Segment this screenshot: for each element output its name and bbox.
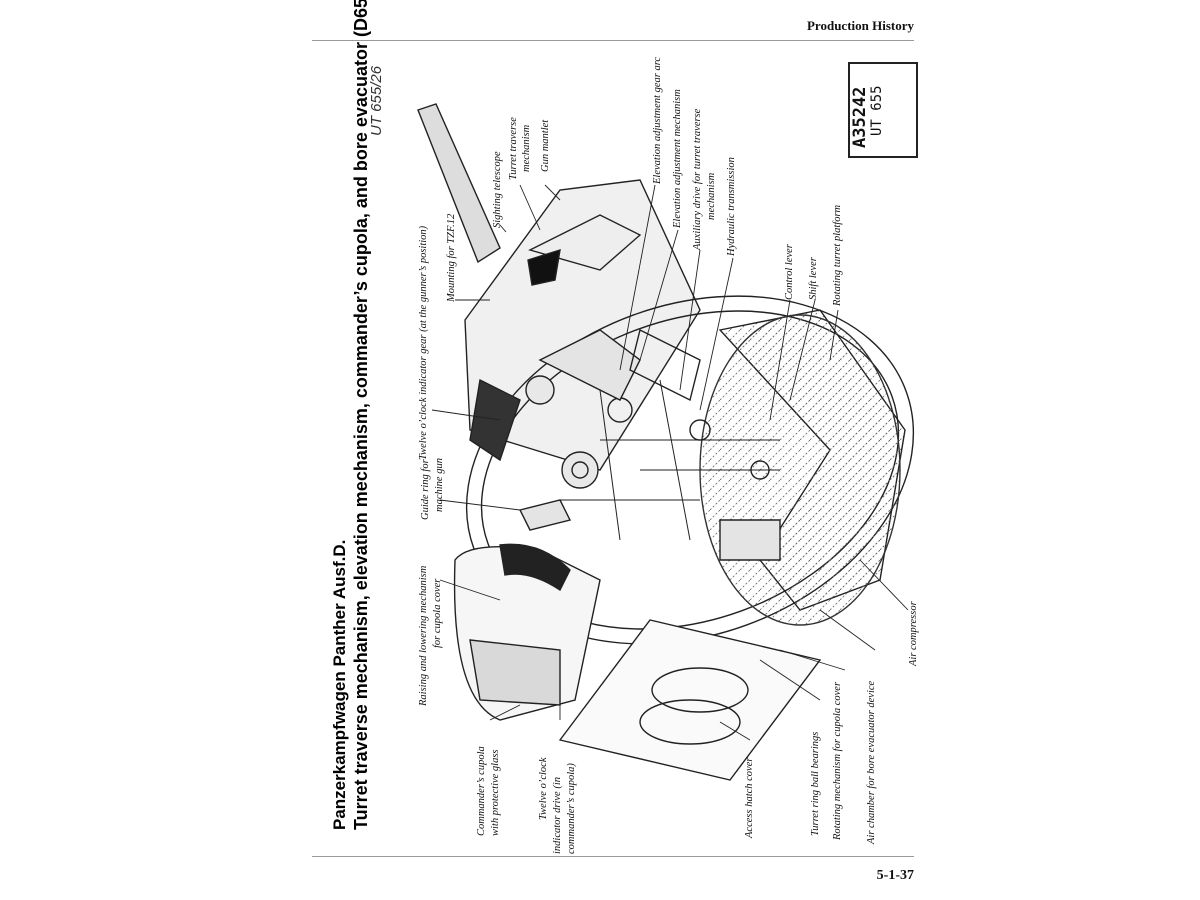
label-twelve-oclock-gear: Twelve o’clock indicator gear (at the gu… — [418, 225, 429, 460]
page-number: 5-1-37 — [876, 868, 914, 883]
label-sighting-telescope: Sighting telescope — [492, 151, 503, 228]
label-guide-ring-2: machine gun — [434, 458, 445, 512]
label-elevation-mechanism: Elevation adjustment mechanism — [672, 89, 683, 228]
label-control-lever: Control lever — [784, 244, 795, 300]
label-access-hatch: Access hatch cover — [744, 757, 755, 838]
label-raising-1: Raising and lowering mechanism — [418, 565, 429, 706]
label-rotating-platform: Rotating turret platform — [832, 204, 843, 306]
header-rule — [312, 40, 914, 41]
label-hydraulic-transmission: Hydraulic transmission — [726, 157, 737, 256]
footer-rule — [312, 856, 914, 857]
label-shift-lever: Shift lever — [808, 257, 819, 300]
running-header: Production History — [806, 18, 914, 33]
label-turret-ring-bearings: Turret ring ball bearings — [810, 731, 821, 836]
label-air-chamber: Air chamber for bore evacuator device — [866, 680, 877, 844]
label-rotating-mechanism: Rotating mechanism for cupola cover — [832, 681, 843, 840]
label-commanders-cupola-2: with protective glass — [490, 749, 501, 836]
label-twelve-drive-3: commander’s cupola) — [566, 763, 577, 854]
label-twelve-drive-1: Twelve o’clock — [538, 757, 549, 820]
label-gun-mantlet: Gun mantlet — [540, 119, 551, 172]
label-commanders-cupola-1: Commander’s cupola — [476, 746, 487, 836]
archive-stamp — [848, 62, 918, 158]
label-turret-traverse-2: mechanism — [521, 124, 532, 172]
label-raising-2: for cupola cover — [432, 578, 443, 648]
label-aux-drive-1: Auxiliary drive for turret traverse — [692, 108, 703, 250]
label-elevation-gear: Elevation adjustment gear arc — [652, 56, 663, 184]
gun-barrel — [417, 103, 501, 264]
label-air-compressor: Air compressor — [908, 601, 919, 666]
label-guide-ring-1: Guide ring for — [420, 459, 431, 520]
label-mounting-tzf: Mounting for TZF.12 — [446, 213, 457, 302]
label-turret-traverse-1: Turret traverse — [508, 117, 519, 180]
label-twelve-drive-2: indicator drive (in — [552, 777, 563, 854]
label-aux-drive-2: mechanism — [706, 172, 717, 220]
